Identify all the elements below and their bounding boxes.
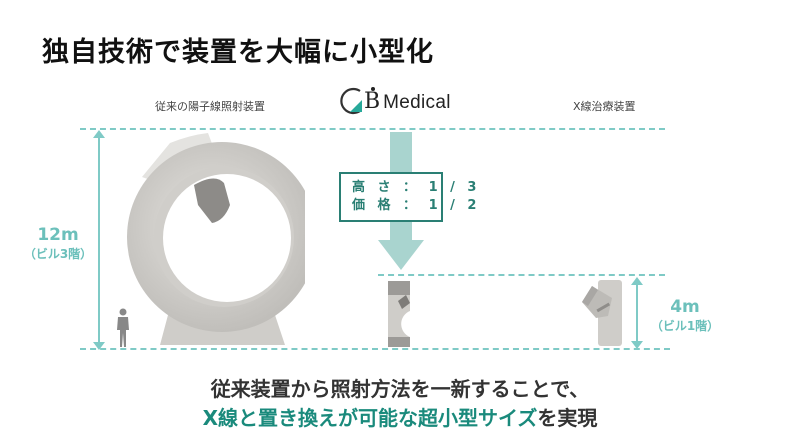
logo-c-mark-icon [340, 87, 362, 115]
callout-height-ratio: 高 さ ： 1 / 3 [352, 180, 481, 195]
guide-line-bottom [80, 348, 670, 350]
guide-line-top [80, 128, 665, 130]
arrow-down-icon [631, 341, 643, 349]
dimension-line-4m [636, 281, 638, 343]
arrow-up-icon [93, 130, 105, 138]
guide-line-mid [378, 274, 665, 276]
reduction-callout-box: 高 さ ： 1 / 3 価 格 ： 1 / 2 [339, 172, 481, 222]
dimension-4m-value: 4m [670, 297, 700, 317]
dimension-12m-value: 12m [37, 225, 79, 245]
label-xray-device: X線治療装置 [573, 100, 636, 113]
callout-price-ratio: 価 格 ： 1 / 2 [352, 198, 481, 213]
bottom-message-highlight: X線と置き換えが可能な超小型サイズ [202, 406, 538, 430]
bottom-message-line2: X線と置き換えが可能な超小型サイズを実現 [0, 402, 800, 431]
cb-medical-device-illustration [388, 281, 418, 347]
arrow-down-icon [93, 342, 105, 350]
page-title: 独自技術で装置を大幅に小型化 [42, 37, 434, 68]
arrow-up-icon [631, 277, 643, 285]
dimension-12m-note: （ビル3階） [23, 247, 93, 261]
dimension-line-12m [98, 134, 100, 344]
logo-dot-icon [371, 86, 375, 91]
xray-device-illustration [582, 280, 622, 346]
person-silhouette-icon [117, 308, 129, 347]
reduction-arrow-head-icon [378, 240, 424, 270]
label-conventional-proton-device: 従来の陽子線照射装置 [155, 100, 265, 113]
dimension-4m-note: （ビル1階） [650, 319, 720, 333]
bottom-message-tail: を実現 [537, 406, 598, 430]
bottom-message-line1: 従来装置から照射方法を一新することで、 [210, 377, 590, 401]
proton-therapy-device-illustration [127, 133, 305, 345]
